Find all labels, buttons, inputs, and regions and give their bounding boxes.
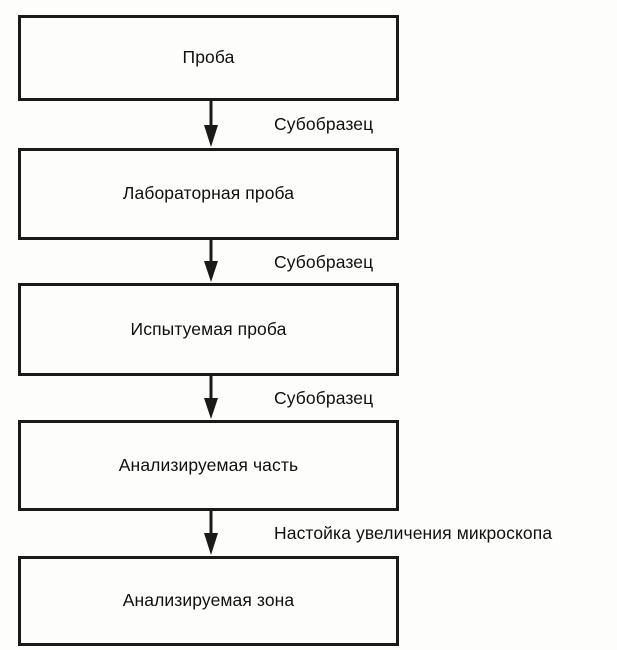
process-box-analiziruemaya-chast: Анализируемая часть (18, 420, 399, 511)
process-box-label: Анализируемая зона (122, 590, 295, 611)
process-box-label: Анализируемая часть (118, 454, 299, 475)
down-arrow-icon (203, 240, 219, 283)
process-box-laboratornaya-proba: Лабораторная проба (18, 148, 399, 240)
down-arrow-icon (203, 101, 219, 148)
process-box-label: Испытуемая проба (130, 318, 287, 339)
down-arrow-icon (203, 511, 219, 556)
process-box-label: Лабораторная проба (122, 183, 295, 204)
process-box-label: Проба (182, 47, 235, 68)
process-box-ispytuemaya-proba: Испытуемая проба (18, 283, 399, 376)
process-box-analiziruemaya-zona: Анализируемая зона (18, 556, 399, 646)
down-arrow-icon (203, 376, 219, 420)
edge-label-subobrazec-3: Субобразец (274, 388, 374, 408)
process-box-proba: Проба (18, 15, 399, 101)
edge-label-nastoyka-uvelicheniya-mikroskopa: Настойка увеличения микроскопа (274, 523, 553, 543)
edge-label-subobrazec-2: Субобразец (274, 252, 374, 272)
edge-label-subobrazec-1: Субобразец (274, 114, 374, 134)
